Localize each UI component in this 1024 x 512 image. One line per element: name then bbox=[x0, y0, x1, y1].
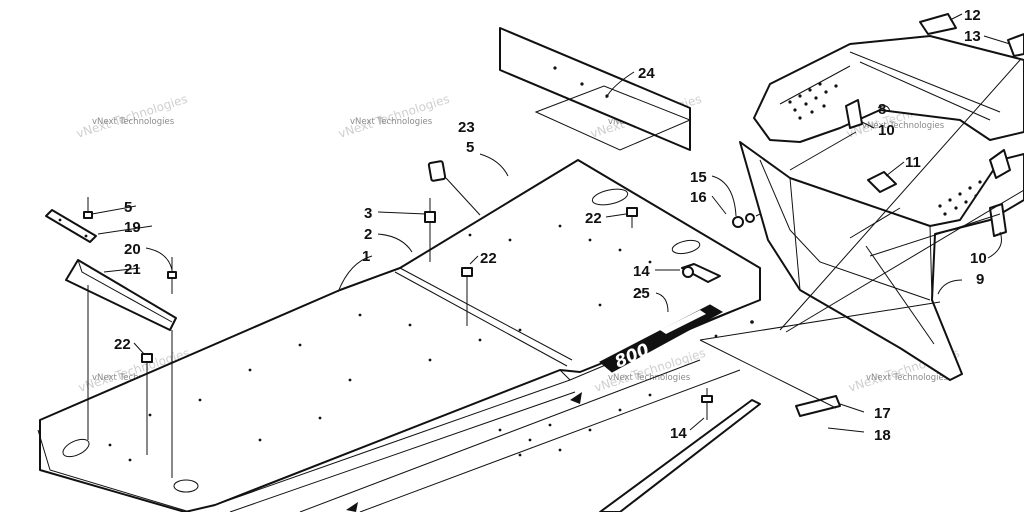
callout-23: 23 bbox=[458, 119, 475, 136]
callout-18: 18 bbox=[874, 427, 891, 444]
watermark-text: vNext Technologies bbox=[608, 373, 691, 383]
watermark-text: vNext Technologies bbox=[862, 121, 945, 131]
callout-5: 5 bbox=[124, 199, 132, 216]
plug-part-22 bbox=[626, 207, 638, 217]
callout-19: 19 bbox=[124, 219, 141, 236]
plug-part-22 bbox=[461, 267, 473, 277]
watermark-text: vNext Technologies bbox=[92, 117, 175, 127]
leader-lines bbox=[91, 13, 1024, 431]
callout-14: 14 bbox=[670, 425, 687, 442]
callout-24: 24 bbox=[638, 65, 655, 82]
callout-17: 17 bbox=[874, 405, 891, 422]
bracket-part-19 bbox=[45, 209, 97, 243]
reflector-part-17 bbox=[795, 395, 841, 417]
callout-16: 16 bbox=[690, 189, 707, 206]
grip-dots bbox=[788, 82, 988, 216]
rear-bumper-part-8 bbox=[753, 13, 1024, 216]
callout-22: 22 bbox=[114, 336, 131, 353]
callout-8: 8 bbox=[878, 101, 886, 118]
callout-5: 5 bbox=[466, 139, 474, 156]
cap-part-12 bbox=[919, 13, 957, 35]
callout-20: 20 bbox=[124, 241, 141, 258]
clip-part-10 bbox=[845, 99, 863, 129]
screw-part-18 bbox=[827, 427, 865, 433]
callout-22: 22 bbox=[585, 210, 602, 227]
callout-2: 2 bbox=[364, 226, 372, 243]
callout-22: 22 bbox=[480, 250, 497, 267]
direction-arrow bbox=[570, 392, 582, 404]
watermark-text: vNext Technologies bbox=[92, 373, 175, 383]
fastener-part-14 bbox=[681, 263, 721, 283]
mud-flap-part-23 bbox=[427, 160, 447, 182]
callout-25: 25 bbox=[633, 285, 650, 302]
watermark-text: vNext Technologies bbox=[350, 117, 433, 127]
watermark-text: vNext Technologies bbox=[866, 373, 949, 383]
callout-12: 12 bbox=[964, 7, 981, 24]
callout-labels: 1 2 3 5 5 8 9 10 10 11 12 13 14 14 15 16… bbox=[114, 7, 987, 444]
callout-11: 11 bbox=[905, 154, 921, 171]
rivet-dots bbox=[108, 224, 754, 462]
callout-1: 1 bbox=[362, 248, 370, 265]
callout-13: 13 bbox=[964, 28, 981, 45]
callout-3: 3 bbox=[364, 205, 372, 222]
callout-10: 10 bbox=[878, 122, 895, 139]
running-board-strip bbox=[599, 399, 761, 512]
direction-arrow bbox=[346, 502, 358, 512]
plug-part-22 bbox=[141, 353, 153, 363]
nut-part-11 bbox=[867, 171, 897, 193]
cap-part-13 bbox=[1007, 33, 1024, 57]
bolt-parts bbox=[83, 197, 713, 420]
callout-14: 14 bbox=[633, 263, 650, 280]
bracket-part-21 bbox=[65, 259, 177, 331]
callout-21: 21 bbox=[124, 261, 141, 278]
callout-15: 15 bbox=[690, 169, 707, 186]
clip-part-10 bbox=[989, 149, 1011, 179]
callout-9: 9 bbox=[976, 271, 984, 288]
callout-10: 10 bbox=[970, 250, 987, 267]
